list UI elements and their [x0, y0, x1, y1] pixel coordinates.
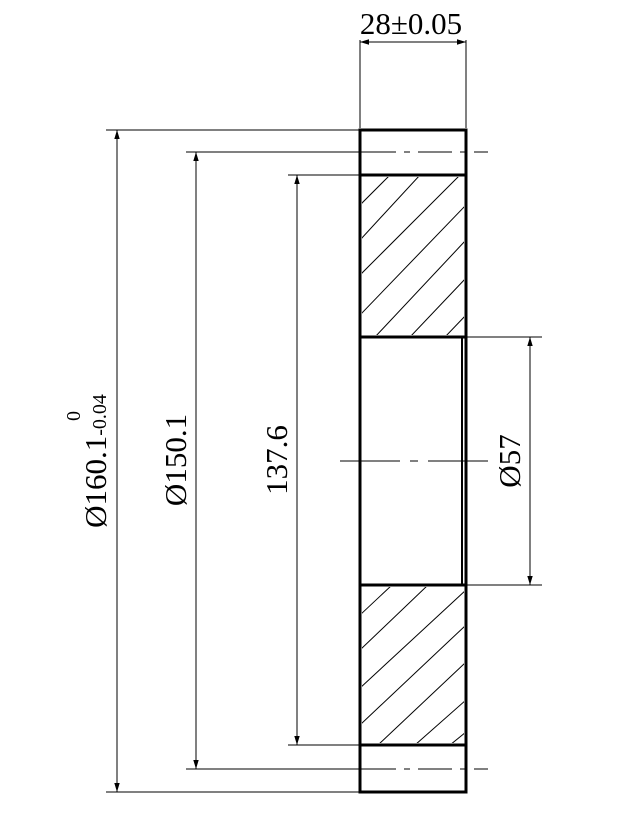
dimension-lines — [114, 39, 533, 792]
outer-diameter-lower-tolerance: -0.04 — [89, 394, 111, 436]
inner-diameter-label: 137.6 — [259, 425, 294, 495]
pitch-diameter-label: Ø150.1 — [158, 414, 193, 506]
section-hatch-top — [362, 177, 464, 335]
outer-diameter-label: Ø160.1-0.04 — [78, 394, 113, 528]
center-lines — [340, 151, 488, 770]
extension-lines — [106, 40, 542, 793]
thickness-dimension-label: 28±0.05 — [360, 6, 462, 41]
outer-diameter-upper-tolerance: 0 — [63, 411, 85, 421]
bore-diameter-label: Ø57 — [492, 434, 527, 487]
outer-diameter-main: Ø160.1 — [78, 436, 113, 528]
section-hatch-bottom — [362, 587, 464, 743]
